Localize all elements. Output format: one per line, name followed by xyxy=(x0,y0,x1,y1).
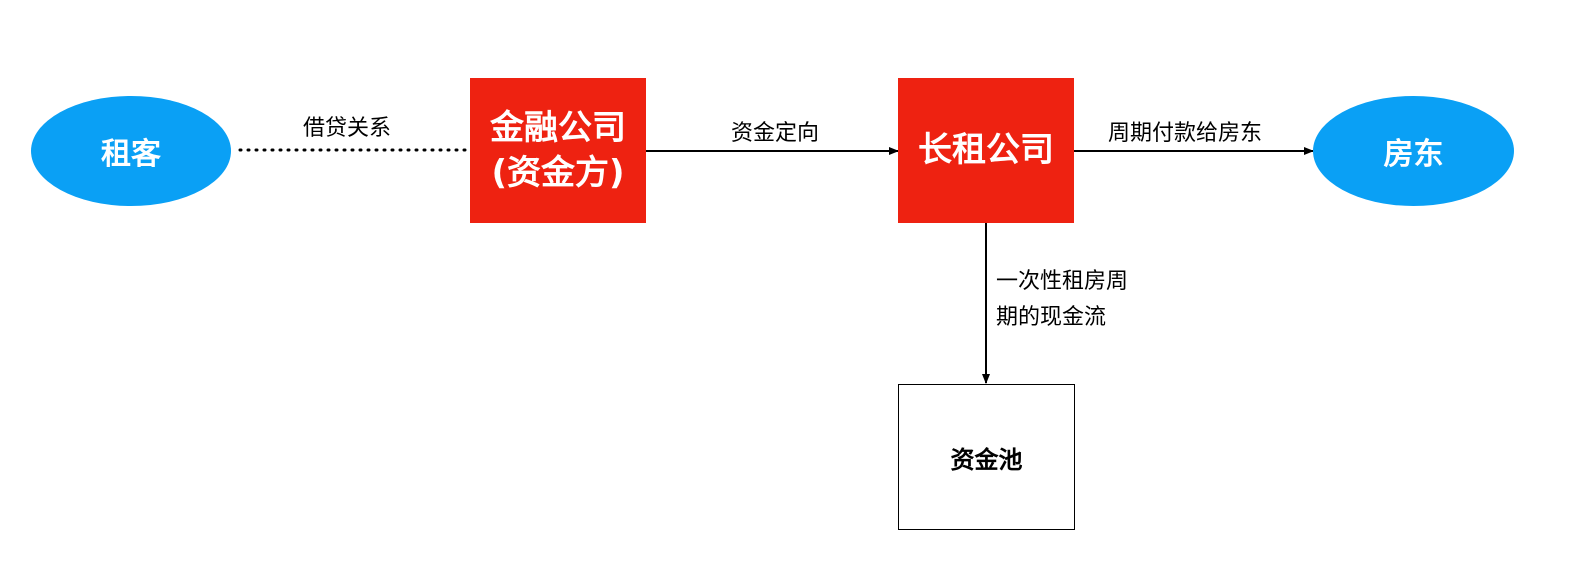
finance-company-label: 金融公司 xyxy=(490,108,626,149)
finance-company-node: 金融公司 (资金方) xyxy=(470,78,646,223)
loan-relation-label: 借贷关系 xyxy=(303,116,392,141)
long-rent-company-node: 长租公司 xyxy=(898,78,1074,223)
fund-pool-label: 资金池 xyxy=(950,445,1023,474)
tenant-label: 租客 xyxy=(101,137,161,172)
long-rent-company-label: 长租公司 xyxy=(918,130,1054,171)
fund-pool-node: 资金池 xyxy=(898,384,1075,530)
cash-flow-label-line2: 期的现金流 xyxy=(996,305,1107,330)
periodic-payment-label: 周期付款给房东 xyxy=(1108,121,1263,146)
finance-company-sublabel: (资金方) xyxy=(491,152,625,193)
landlord-label: 房东 xyxy=(1383,137,1444,172)
tenant-node: 租客 xyxy=(31,96,231,206)
directed-funds-label: 资金定向 xyxy=(731,121,820,146)
cash-flow-label: 一次性租房周 期的现金流 xyxy=(996,264,1128,336)
cash-flow-label-line1: 一次性租房周 xyxy=(996,269,1129,294)
landlord-node: 房东 xyxy=(1313,96,1514,206)
